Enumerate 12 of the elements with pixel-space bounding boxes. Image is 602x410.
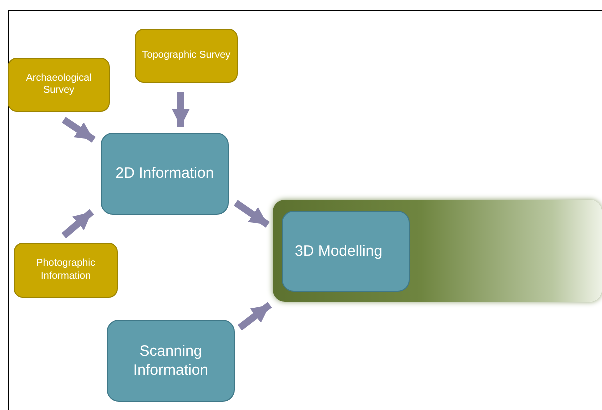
process-box: Scanning Information: [107, 320, 235, 402]
arrow: [62, 117, 96, 143]
process-box: 3D Modelling: [282, 211, 410, 292]
input-box: Photographic Information: [14, 243, 118, 298]
process-box: 2D Information: [101, 133, 229, 215]
arrow: [62, 209, 94, 239]
arrow: [172, 92, 190, 127]
input-box: Topographic Survey: [135, 29, 238, 83]
arrow: [238, 302, 272, 331]
arrow: [234, 200, 270, 228]
gradient-panel: [273, 200, 602, 302]
input-box: Archaeological Survey: [8, 58, 110, 112]
